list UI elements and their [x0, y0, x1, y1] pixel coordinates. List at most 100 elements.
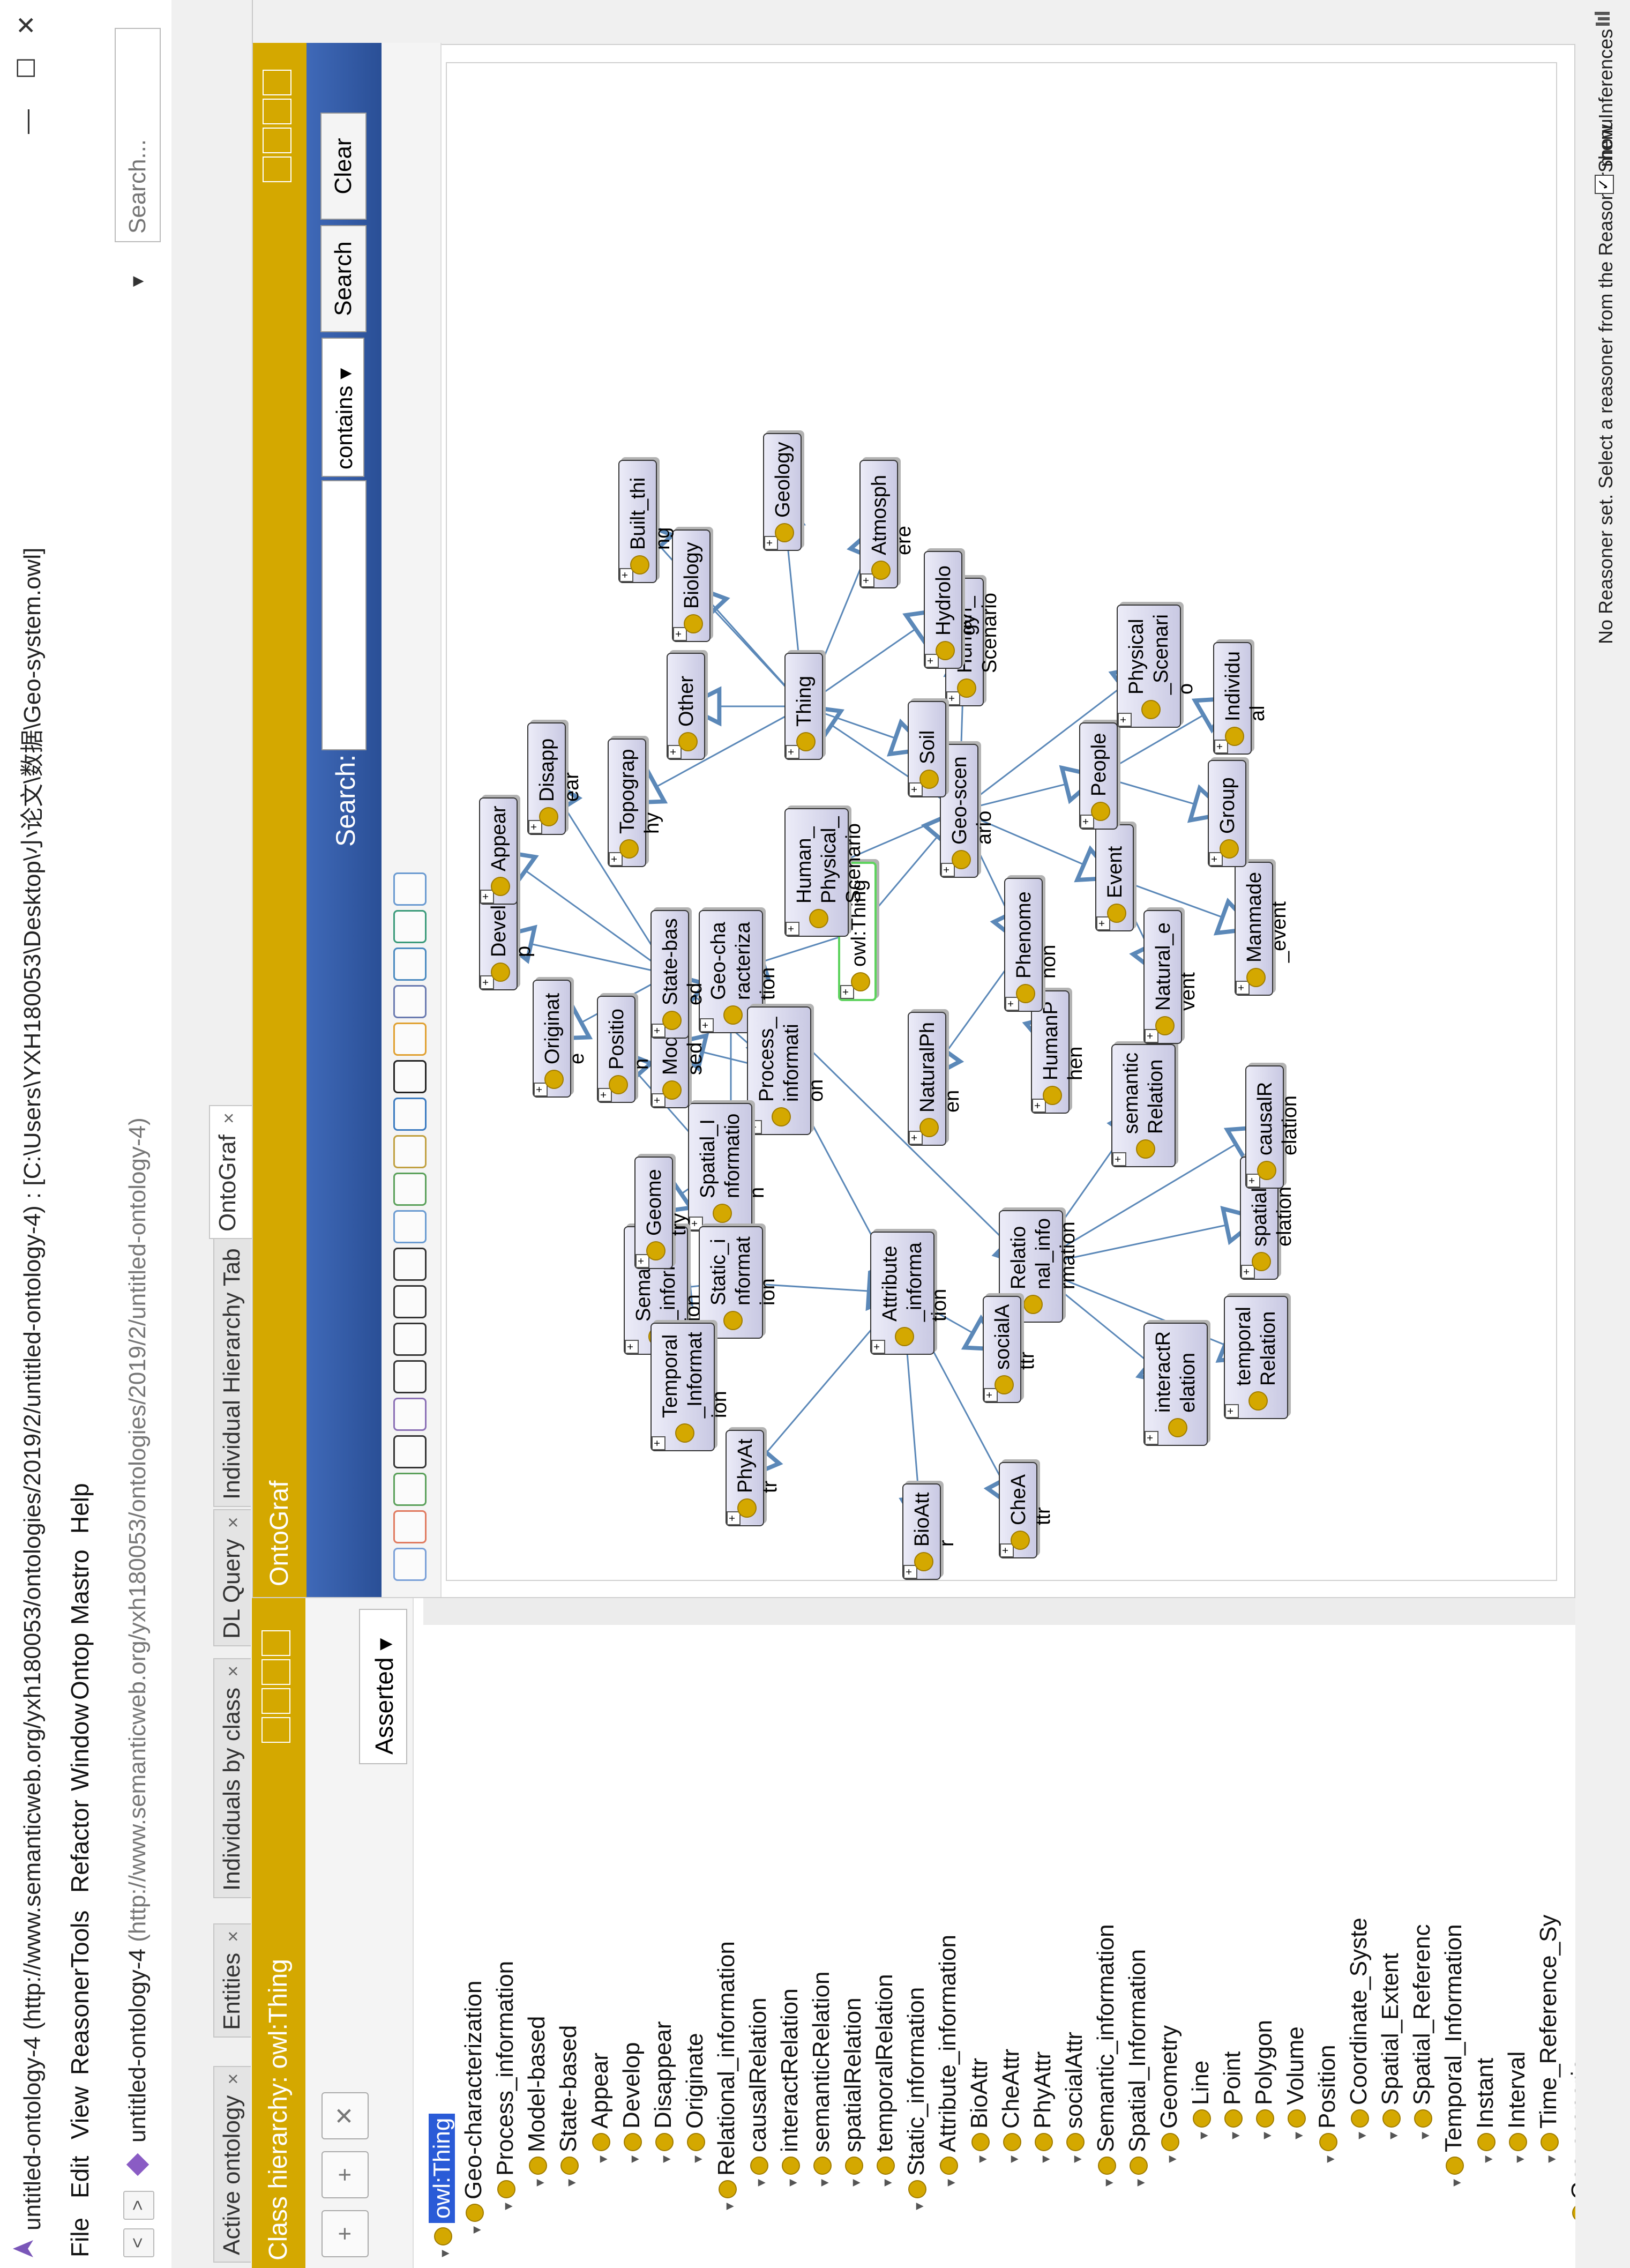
graph-node-geology[interactable]: +Geology — [763, 433, 802, 551]
close-tab-icon[interactable]: × — [222, 2073, 244, 2085]
graph-node-soil[interactable]: +Soil — [908, 701, 946, 797]
expand-toggle-icon[interactable]: ▾ — [1068, 2155, 1085, 2163]
expand-toggle-icon[interactable]: ▾ — [752, 2179, 769, 2187]
close-view-icon[interactable] — [261, 1630, 290, 1656]
graph-node-topography[interactable]: +Topography — [608, 738, 663, 867]
tree-item[interactable]: ▾PhyAttr — [1029, 2051, 1059, 2163]
menu-edit[interactable]: Edit — [66, 2155, 94, 2198]
zoom-out-icon[interactable] — [393, 1173, 427, 1206]
graph-node-geometry[interactable]: +Geometry — [634, 1157, 690, 1269]
ontology-iri[interactable]: untitled-ontology-4 (http://www.semantic… — [124, 1117, 151, 2143]
help-icon[interactable] — [261, 1717, 290, 1743]
tab-dl-query[interactable]: DL Query× — [213, 1509, 251, 1646]
expand-toggle-icon[interactable]: ▾ — [1416, 2131, 1433, 2139]
tree-item[interactable]: ▾State-based — [555, 2025, 585, 2187]
graph-node-disappear[interactable]: +Disappear — [527, 722, 583, 835]
float-icon[interactable] — [263, 128, 291, 153]
maximize-button[interactable]: ☐ — [12, 57, 40, 79]
graph-node-interactrelation[interactable]: +interactRelation — [1143, 1323, 1208, 1446]
tree-item[interactable]: ▾Spatial_Extent — [1377, 1953, 1407, 2139]
tree-item[interactable]: ▾CheAttr — [998, 2049, 1028, 2163]
search-button[interactable]: Search — [320, 225, 367, 332]
close-tab-icon[interactable]: × — [222, 1517, 244, 1528]
view-controls[interactable] — [263, 43, 296, 182]
graph-node-process-information[interactable]: +Process_information — [747, 1006, 827, 1135]
expand-toggle-icon[interactable]: ▾ — [910, 2202, 927, 2210]
tree-item[interactable]: ▾Model-based — [524, 2016, 554, 2187]
expand-toggle-icon[interactable]: ▾ — [1543, 2155, 1559, 2163]
expand-node-icon[interactable]: + — [871, 1340, 885, 1354]
expand-toggle-icon[interactable]: ▾ — [1100, 2179, 1117, 2187]
tree-item[interactable]: ▾Polygon — [1251, 2020, 1281, 2139]
expand-toggle-icon[interactable]: ▾ — [563, 2179, 579, 2187]
float-icon[interactable] — [261, 1659, 290, 1685]
back-button[interactable]: < — [123, 2228, 154, 2257]
expand-toggle-icon[interactable]: ▾ — [531, 2179, 548, 2187]
graph-node-cheattr[interactable]: +CheAttr — [999, 1462, 1055, 1558]
close-tab-icon[interactable]: × — [218, 1113, 240, 1124]
expand-toggle-icon[interactable]: ▾ — [1227, 2131, 1243, 2139]
graph-node-individual[interactable]: +Individual — [1213, 642, 1269, 755]
graph-node-temporal-information[interactable]: +Temporal_Information — [650, 1323, 731, 1451]
expand-toggle-icon[interactable]: ▾ — [1321, 2155, 1338, 2163]
expand-toggle-icon[interactable]: ▾ — [1163, 2155, 1180, 2163]
close-tab-icon[interactable]: × — [222, 1930, 244, 1942]
expand-node-icon[interactable]: + — [786, 922, 799, 936]
tree-item[interactable]: ▾Develop — [618, 2042, 648, 2163]
expand-toggle-icon[interactable]: ▾ — [1005, 2155, 1022, 2163]
tree-item[interactable]: ▾Disappear — [650, 2021, 680, 2163]
vertical-tree-icon[interactable] — [393, 1323, 427, 1356]
graph-node-atmosphere[interactable]: +Atmosphere — [859, 460, 915, 588]
expand-toggle-icon[interactable]: ▾ — [1258, 2131, 1275, 2139]
menu-window[interactable]: Window — [66, 1703, 94, 1791]
vertical-scrollbar[interactable] — [423, 1598, 1624, 1625]
pin-icon[interactable] — [261, 1688, 290, 1714]
tree-item[interactable]: ▾causalRelation — [745, 1997, 775, 2187]
expand-toggle-icon[interactable]: ▾ — [594, 2155, 611, 2163]
page-icon[interactable] — [393, 985, 427, 1018]
tree-item[interactable]: ▾temporalRelation — [871, 1974, 901, 2187]
expand-toggle-icon[interactable]: ▾ — [847, 2179, 864, 2187]
tree-item[interactable]: ▾Geometry — [1156, 2025, 1186, 2163]
tree-item[interactable]: ▾BioAttr — [966, 2058, 996, 2163]
tree-item[interactable]: ▾Volume — [1282, 2026, 1312, 2139]
camera-icon[interactable] — [393, 1060, 427, 1093]
graph-node-state-based[interactable]: +State-based — [650, 910, 706, 1039]
graph-node-biology[interactable]: +Biology — [672, 529, 711, 642]
graph-node-other[interactable]: +Other — [667, 653, 705, 760]
menu-view[interactable]: View — [66, 2086, 94, 2139]
graph-node-spatial-information[interactable]: +Spatial_Information — [688, 1103, 768, 1232]
add-sibling-class-icon[interactable]: + — [321, 2151, 369, 2198]
tree-item[interactable]: ▾Coordinate_Syste — [1345, 1918, 1375, 2139]
vertical-tree-icon[interactable] — [393, 1248, 427, 1281]
menu-tools[interactable]: Tools — [66, 1910, 94, 1968]
expand-node-icon[interactable]: + — [652, 1436, 666, 1450]
tree-item[interactable]: ▾Originate — [682, 2033, 712, 2163]
graph-node-temporalrelation[interactable]: +temporalRelation — [1224, 1296, 1288, 1419]
graph-node-thing[interactable]: +Thing — [784, 653, 823, 760]
graph-node-phyattr[interactable]: +PhyAttr — [726, 1430, 781, 1526]
graph-node-static-information[interactable]: +Static_information — [699, 1226, 779, 1339]
close-button[interactable]: ✕ — [12, 14, 40, 36]
zoom-in-icon[interactable] — [393, 1210, 427, 1243]
log-icon[interactable] — [1592, 8, 1613, 28]
expand-toggle-icon[interactable]: ▾ — [1037, 2155, 1053, 2163]
search-input[interactable] — [115, 28, 161, 242]
tab-individual-hierarchy[interactable]: Individual Hierarchy Tab× — [213, 1219, 251, 1507]
radial-layout-icon[interactable] — [393, 1435, 427, 1468]
tree-item[interactable]: ▾Time_Reference_Sy — [1535, 1915, 1565, 2163]
expand-toggle-icon[interactable]: ▾ — [1479, 2155, 1496, 2163]
delete-class-icon[interactable]: ✕ — [321, 2092, 369, 2139]
save-image-icon[interactable] — [393, 1548, 427, 1581]
tree-item[interactable]: ▾semanticRelation — [808, 1972, 838, 2187]
maximize-view-icon[interactable] — [263, 99, 291, 124]
graph-node-position[interactable]: +Position — [597, 996, 653, 1103]
minimize-button[interactable]: — — [12, 109, 40, 134]
expand-toggle-icon[interactable]: ▾ — [1132, 2179, 1148, 2187]
tree-item[interactable]: ▾interactRelation — [776, 1988, 806, 2187]
graph-node-hydrology[interactable]: +Hydrology — [924, 551, 980, 669]
graph-node-group[interactable]: +Group — [1208, 760, 1246, 867]
upload-icon[interactable] — [393, 872, 427, 906]
forward-button[interactable]: > — [123, 2191, 154, 2220]
export-icon[interactable] — [393, 1098, 427, 1131]
